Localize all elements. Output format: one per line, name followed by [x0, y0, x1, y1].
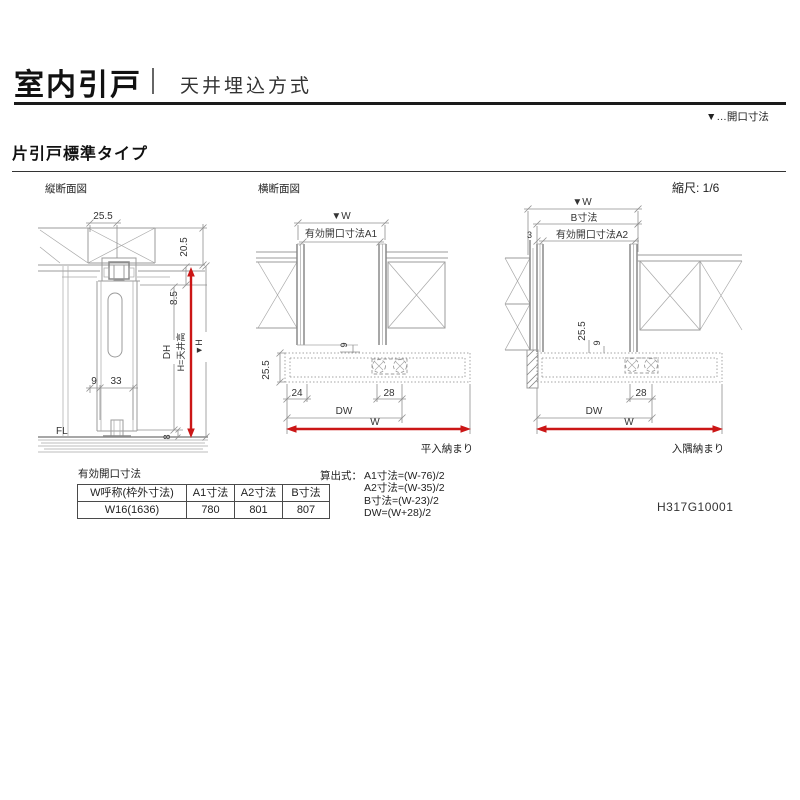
- calculation-formulas: 算出式： A1寸法=(W-76)/2 A2寸法=(W-35)/2 B寸法=(W-…: [320, 470, 445, 519]
- title-divider: [152, 68, 154, 94]
- label-a2: 有効開口寸法A2: [556, 228, 629, 241]
- roller-detail: [624, 357, 659, 374]
- dim-25-5: 25.5: [261, 360, 272, 380]
- hanger-roller-detail: [98, 257, 140, 282]
- dim-25-5: 25.5: [577, 321, 588, 341]
- cell-a1: 780: [186, 501, 235, 519]
- section-rule: [12, 171, 786, 172]
- technical-drawings: 縦断面図 横断面図 縮尺: 1/6: [38, 180, 743, 455]
- dim-8-5: 8.5: [169, 291, 180, 305]
- dim-dw: DW: [336, 406, 353, 417]
- formula-a2: A2寸法=(W-35)/2: [364, 482, 445, 495]
- dim-20-5: 20.5: [179, 237, 190, 257]
- width-arrow: [286, 425, 471, 433]
- dim-w: W: [624, 417, 634, 428]
- ceiling-height-arrow: [187, 267, 195, 438]
- table-row: W16(1636) 780 801 807: [77, 501, 330, 519]
- corner-section-drawing: ▼W B寸法 有効開口寸法A2 3: [504, 197, 743, 455]
- cell-a2: 801: [234, 501, 283, 519]
- cell-w-name: W16(1636): [77, 501, 187, 519]
- dim-3: 3: [527, 230, 532, 240]
- dim-dh: DH: [162, 345, 173, 359]
- dim-h-mark: ▼H: [194, 339, 204, 354]
- formulas-label: 算出式：: [320, 470, 362, 482]
- table-title: 有効開口寸法: [78, 468, 141, 480]
- vertical-section-label: 縦断面図: [45, 182, 87, 195]
- dim-8: 8: [162, 434, 172, 439]
- label-fl: FL: [56, 426, 68, 437]
- floor-guide-detail: [103, 419, 131, 437]
- track-pocket: [536, 352, 723, 383]
- page-title: 室内引戸: [14, 69, 142, 102]
- formula-dw: DW=(W+28)/2: [364, 506, 432, 519]
- header-rule: [14, 102, 786, 105]
- opening-dimension-note: ▼…開口寸法: [706, 111, 769, 123]
- formula-a1: A1寸法=(W-76)/2: [364, 470, 445, 482]
- dim-w: W: [370, 417, 380, 428]
- header-b: B寸法: [282, 484, 330, 502]
- scale-label: 縮尺: 1/6: [672, 180, 720, 195]
- dim-28: 28: [383, 388, 395, 399]
- formula-b: B寸法=(W-23)/2: [364, 494, 439, 507]
- page-subtitle: 天井埋込方式: [180, 76, 313, 97]
- flush-type-caption: 平入納まり: [421, 442, 474, 455]
- horizontal-section-label: 横断面図: [258, 182, 300, 195]
- dim-9: 9: [592, 340, 602, 345]
- section-title: 片引戸標準タイプ: [12, 146, 149, 163]
- dim-w-mark: ▼W: [572, 197, 592, 208]
- label-a1: 有効開口寸法A1: [305, 227, 378, 240]
- door-handle-detail: [107, 292, 123, 358]
- dim-33: 33: [110, 376, 122, 387]
- document-code: H317G10001: [657, 500, 734, 514]
- corner-wall-hatch: [526, 349, 539, 389]
- header-a2: A2寸法: [234, 484, 283, 502]
- width-arrow: [536, 425, 723, 433]
- dim-w-mark: ▼W: [331, 211, 351, 222]
- dim-dw: DW: [586, 406, 603, 417]
- dim-24: 24: [291, 388, 303, 399]
- label-h-ceiling: H=天井高: [175, 333, 186, 372]
- roller-detail: [371, 358, 408, 375]
- opening-dimension-table: 有効開口寸法 W呼称(枠外寸法) A1寸法 A2寸法 B寸法 W16(1636)…: [77, 466, 330, 519]
- dim-9: 9: [91, 376, 97, 387]
- horizontal-section-drawing: ▼W 有効開口寸法A1: [256, 211, 473, 455]
- label-b: B寸法: [571, 211, 598, 224]
- dim-28: 28: [635, 388, 647, 399]
- header-a1: A1寸法: [186, 484, 235, 502]
- vertical-section-drawing: 25.5 20.5 8.5 9 33 DH H=天井高: [38, 211, 210, 453]
- dim-25-5: 25.5: [93, 211, 113, 222]
- floor-hatch: [38, 436, 208, 453]
- header-w-name: W呼称(枠外寸法): [77, 484, 187, 502]
- corner-type-caption: 入隅納まり: [672, 442, 725, 455]
- cell-b: 807: [282, 501, 330, 519]
- dim-9: 9: [339, 342, 349, 347]
- table-header-row: W呼称(枠外寸法) A1寸法 A2寸法 B寸法: [77, 484, 330, 502]
- track-pocket: [284, 352, 471, 383]
